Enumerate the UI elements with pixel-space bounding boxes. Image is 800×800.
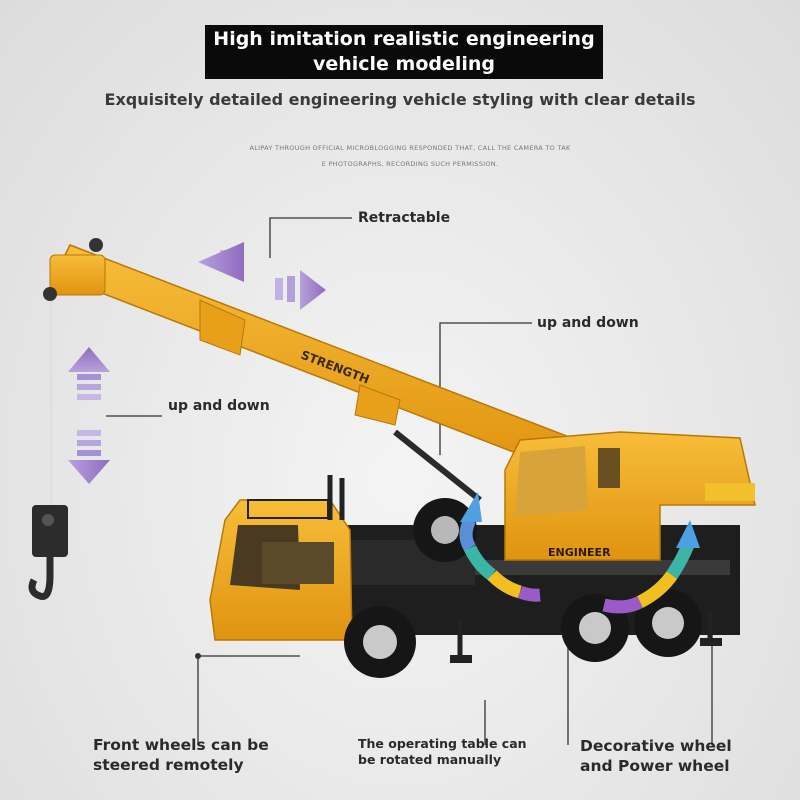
rotation-arrow-up-left [460,492,482,522]
notice-line-1: ALIPAY THROUGH OFFICIAL MICROBLOGGING RE… [249,144,571,152]
crane-boom: STRENGTH [43,238,592,471]
hook-down-arrow-icon [68,430,110,484]
callout-boom-up-down: up and down [537,315,639,331]
callout-operating-table: The operating table can be rotated manua… [358,736,527,768]
outriggers [457,610,713,660]
front-wheel [344,606,416,678]
title-line-2: vehicle modeling [312,53,496,75]
subtitle: Exquisitely detailed engineering vehicle… [104,90,696,109]
rear-wheel-2 [634,589,702,657]
wheel-arrow-up-right [676,520,700,548]
operator-cabin: ENGINEER [504,431,756,561]
notice-text: ALIPAY THROUGH OFFICIAL MICROBLOGGING RE… [220,140,600,172]
title-banner: High imitation realistic engineering veh… [205,25,603,79]
spare-wheel [413,498,477,562]
callout-front-wheels-line-2: steered remotely [93,756,244,774]
title-line-1: High imitation realistic engineering [213,28,595,50]
callout-operating-line-1: The operating table can [358,736,527,751]
hook [28,505,68,600]
rotation-arc-icon [459,516,541,602]
callout-decorative-line-1: Decorative wheel [580,737,732,755]
callout-decorative-wheel: Decorative wheel and Power wheel [580,736,732,776]
callout-retractable: Retractable [358,210,451,226]
callout-operating-line-2: be rotated manually [358,752,502,767]
retract-arrow-left-icon [198,242,244,282]
callout-decorative-line-2: and Power wheel [580,757,730,775]
truck-cab [209,475,353,641]
notice-line-2: E PHOTOGRAPHS, RECORDING SUCH PERMISSION… [321,160,499,168]
cab-engineer-text: ENGINEER [548,546,611,559]
retract-arrow-right-icon [275,270,326,310]
callout-front-wheels-line-1: Front wheels can be [93,736,269,754]
callout-hook-up-down: up and down [168,398,270,414]
hydraulic-cylinder [393,429,482,503]
hook-up-arrow-icon [68,347,110,400]
callout-front-wheels: Front wheels can be steered remotely [93,735,269,775]
